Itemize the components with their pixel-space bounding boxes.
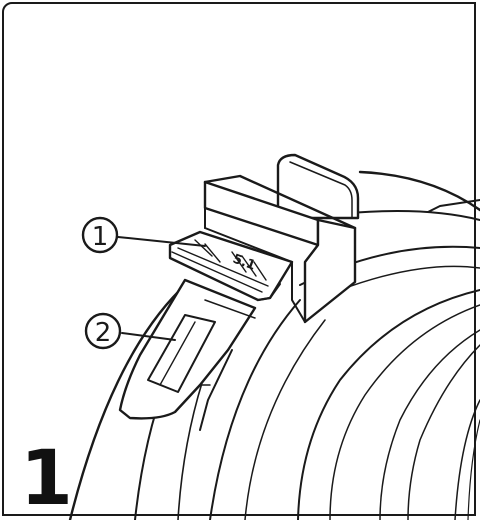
release-tab bbox=[118, 278, 257, 431]
callout-1: 1 bbox=[81, 216, 119, 254]
rear-tab bbox=[276, 153, 480, 220]
callout-1-label: 1 bbox=[92, 222, 109, 252]
callout-2-label: 2 bbox=[95, 318, 112, 348]
frame-border bbox=[2, 2, 476, 516]
clip-housing bbox=[203, 174, 357, 324]
callout-2-leader bbox=[121, 332, 176, 341]
callout-2: 2 bbox=[84, 312, 122, 350]
latch-tab bbox=[168, 230, 294, 302]
latch-text: 5.1 bbox=[231, 252, 258, 274]
step-number: 1 bbox=[20, 433, 73, 522]
callout-1-leader bbox=[117, 236, 206, 247]
